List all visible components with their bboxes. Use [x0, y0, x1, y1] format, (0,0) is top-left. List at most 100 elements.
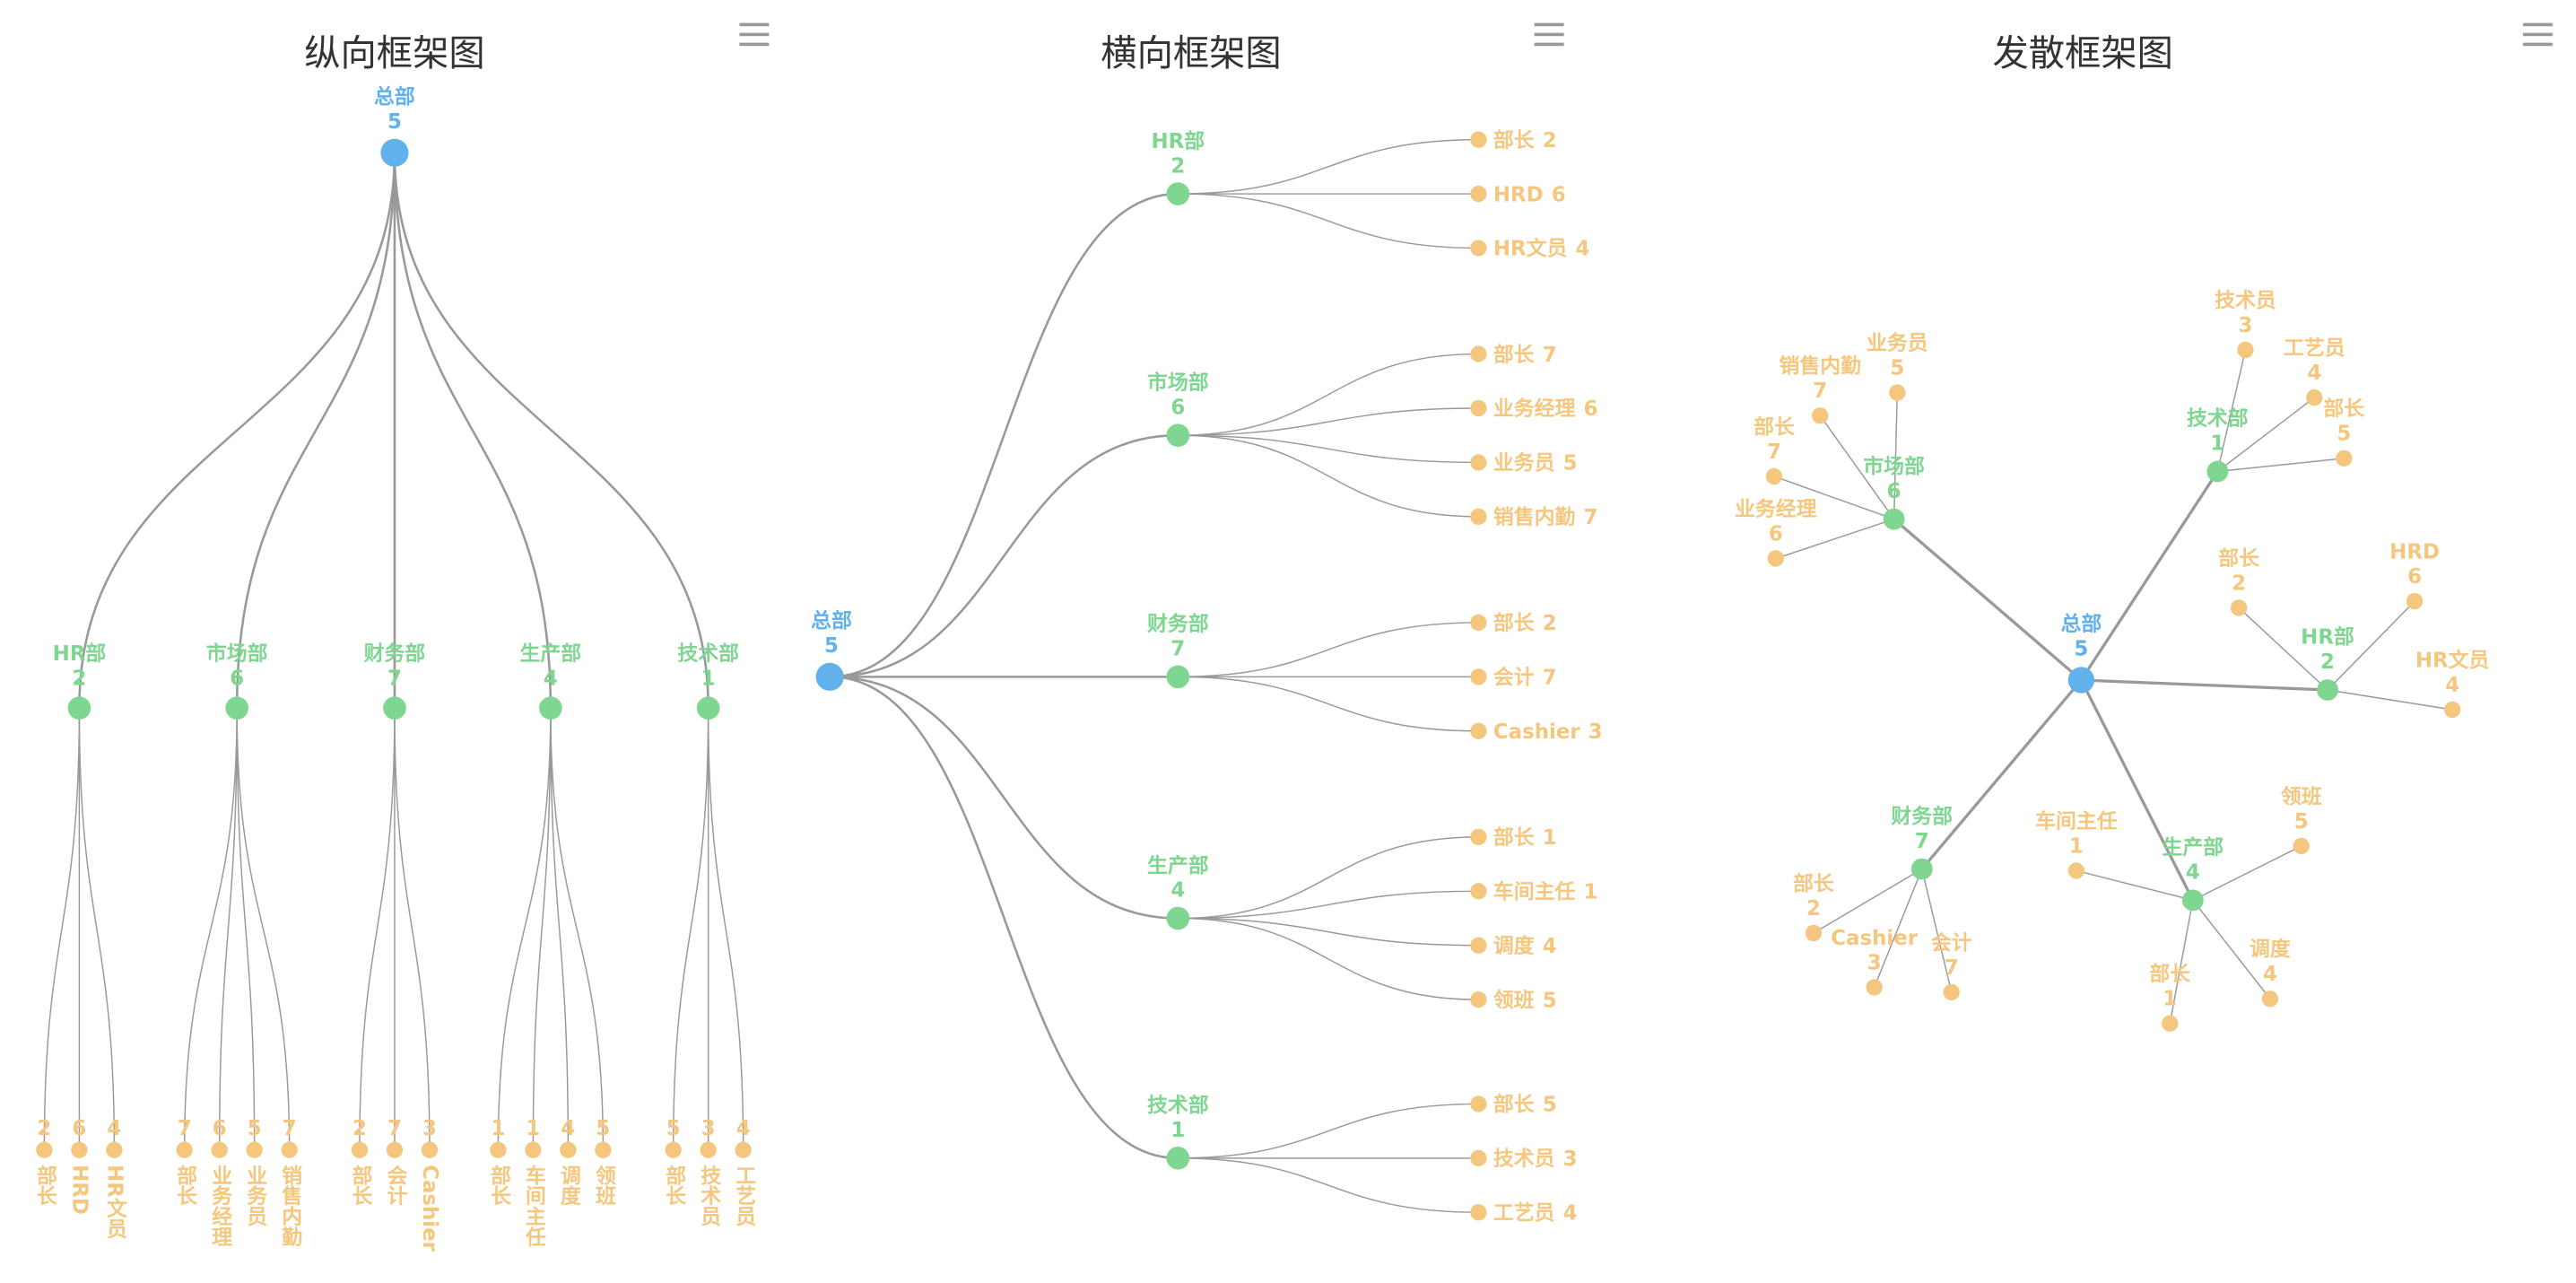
- node-marker[interactable]: [1470, 454, 1487, 471]
- node-marker[interactable]: [2237, 341, 2254, 359]
- node-marker[interactable]: [1470, 614, 1487, 632]
- node-marker[interactable]: [1910, 858, 1933, 880]
- tree-node[interactable]: 总部5: [374, 84, 415, 167]
- node-marker[interactable]: [225, 696, 248, 720]
- node-marker[interactable]: [815, 662, 844, 691]
- node-marker[interactable]: [1812, 407, 1829, 424]
- node-marker[interactable]: [1889, 384, 1906, 401]
- tree-node[interactable]: 部长2: [1793, 871, 1834, 942]
- node-marker[interactable]: [2293, 837, 2310, 855]
- hamburger-menu-icon[interactable]: [1533, 20, 1566, 49]
- node-marker[interactable]: [700, 1141, 717, 1158]
- tree-node[interactable]: 2部长: [32, 1117, 57, 1207]
- node-marker[interactable]: [2336, 449, 2353, 467]
- tree-node[interactable]: 2部长: [348, 1117, 372, 1207]
- tree-node[interactable]: 领班5: [2281, 784, 2322, 855]
- node-marker[interactable]: [67, 696, 91, 720]
- node-marker[interactable]: [383, 696, 406, 720]
- node-marker[interactable]: [1166, 1147, 1190, 1170]
- node-marker[interactable]: [386, 1141, 404, 1158]
- node-marker[interactable]: [2181, 889, 2204, 912]
- tree-node[interactable]: 总部5: [2060, 612, 2102, 694]
- node-marker[interactable]: [595, 1141, 612, 1158]
- tree-node[interactable]: 调度4: [2250, 938, 2291, 1008]
- tree-node[interactable]: 5部长: [662, 1117, 686, 1207]
- node-marker[interactable]: [1866, 979, 1883, 996]
- node-marker[interactable]: [2067, 667, 2095, 694]
- node-marker[interactable]: [1470, 1095, 1487, 1113]
- node-marker[interactable]: [380, 138, 409, 167]
- node-marker[interactable]: [1470, 399, 1487, 417]
- tree-node[interactable]: 7部长: [173, 1117, 197, 1207]
- node-marker[interactable]: [1883, 508, 1905, 530]
- node-marker[interactable]: [696, 696, 720, 720]
- node-marker[interactable]: [106, 1141, 123, 1158]
- node-marker[interactable]: [2444, 701, 2461, 719]
- node-marker[interactable]: [36, 1141, 53, 1158]
- node-marker[interactable]: [2162, 1015, 2179, 1032]
- tree-node[interactable]: 4调度: [556, 1117, 580, 1207]
- tree-node[interactable]: 5领班: [591, 1117, 615, 1207]
- node-marker[interactable]: [735, 1141, 752, 1158]
- node-marker[interactable]: [1470, 240, 1487, 257]
- node-marker[interactable]: [71, 1141, 88, 1158]
- node-marker[interactable]: [211, 1141, 228, 1158]
- node-marker[interactable]: [525, 1141, 542, 1158]
- node-marker[interactable]: [421, 1141, 439, 1158]
- node-marker[interactable]: [2261, 991, 2279, 1008]
- node-marker[interactable]: [2306, 388, 2323, 406]
- node-marker[interactable]: [1470, 185, 1487, 203]
- tree-node[interactable]: 7会计: [383, 1117, 407, 1206]
- tree-node[interactable]: 总部5: [811, 608, 852, 691]
- tree-node[interactable]: 部长1: [2149, 962, 2190, 1032]
- node-marker[interactable]: [281, 1141, 298, 1158]
- node-marker[interactable]: [2206, 460, 2229, 483]
- node-marker[interactable]: [1166, 182, 1190, 205]
- node-marker[interactable]: [1943, 983, 1960, 1001]
- node-marker[interactable]: [560, 1141, 577, 1158]
- node-marker[interactable]: [1470, 828, 1487, 846]
- node-marker[interactable]: [2067, 862, 2085, 879]
- node-marker[interactable]: [1470, 508, 1487, 525]
- node-marker[interactable]: [1470, 937, 1487, 954]
- node-marker[interactable]: [2406, 592, 2424, 610]
- node-marker[interactable]: [1470, 883, 1487, 900]
- node-marker[interactable]: [1166, 423, 1190, 448]
